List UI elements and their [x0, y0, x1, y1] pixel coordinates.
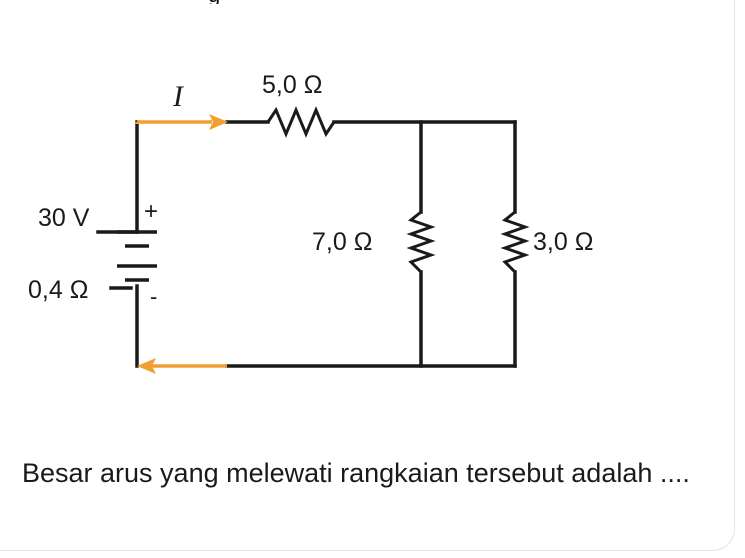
parallel-resistor-left-label: 7,0 Ω [312, 228, 372, 256]
battery-symbol [117, 230, 157, 282]
series-resistor-label: 5,0 Ω [262, 71, 322, 99]
circuit-wires [96, 120, 517, 368]
current-label: I [172, 80, 185, 113]
current-arrowhead-bottom [137, 358, 156, 374]
resistor-7-ohm [406, 210, 436, 274]
question-card: g [0, 0, 735, 551]
current-arrows [135, 114, 228, 374]
battery-minus-sign: - [150, 284, 157, 309]
parallel-resistor-right-label: 3,0 Ω [533, 228, 593, 256]
resistor-5-ohm [266, 106, 336, 138]
current-arrowhead-top [209, 114, 228, 130]
emf-label: 30 V [38, 204, 90, 232]
resistor-3-ohm [500, 210, 530, 274]
cropped-text-fragment: g [208, 0, 234, 4]
resistors [266, 106, 530, 274]
question-text: Besar arus yang melewati rangkaian terse… [22, 458, 690, 488]
battery-plus-sign: + [144, 198, 158, 225]
circuit-diagram: I 5,0 Ω 7,0 Ω 3,0 Ω 30 V 0,4 Ω + - [28, 71, 593, 374]
internal-resistance-label: 0,4 Ω [28, 276, 88, 304]
